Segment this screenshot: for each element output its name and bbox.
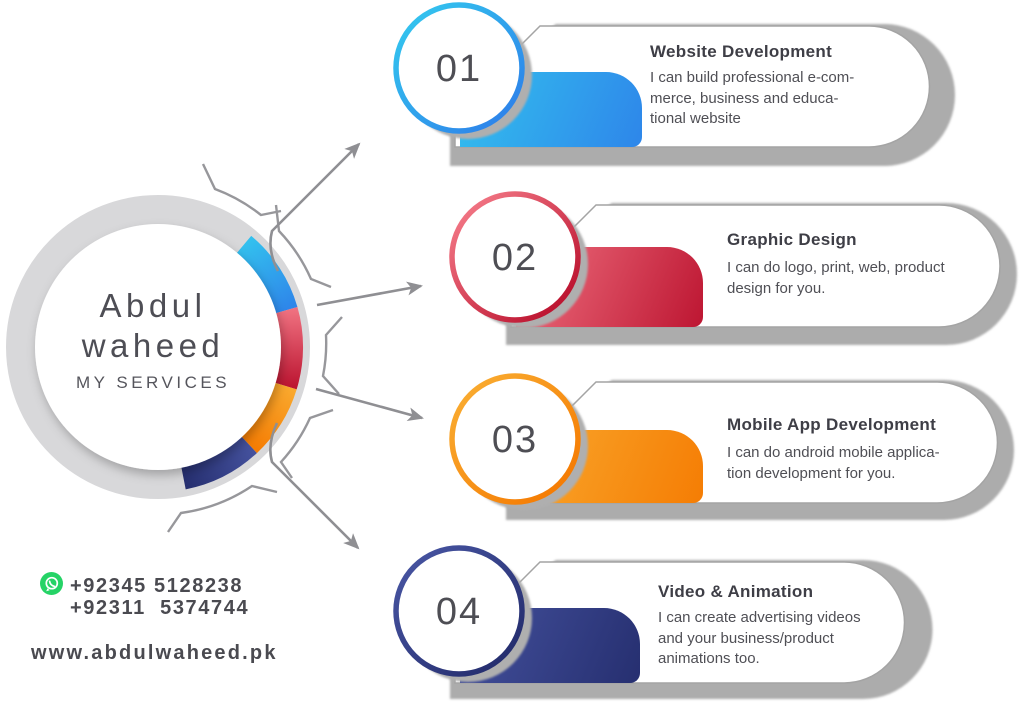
number-circle bbox=[393, 545, 525, 677]
arrow-to-service-3 bbox=[315, 387, 424, 422]
decor-arc bbox=[167, 484, 278, 533]
profile-inner-circle bbox=[35, 224, 281, 470]
service-card-2: 02 bbox=[449, 191, 1017, 345]
service-description-1: I can build professional e-com- merce, b… bbox=[650, 69, 855, 127]
decor-arc bbox=[279, 408, 334, 479]
whatsapp-bubble-tail bbox=[46, 588, 50, 592]
service-title-1: Website Development bbox=[650, 42, 833, 61]
profile-title-block: Abdul waheed MY SERVICES bbox=[22, 286, 284, 393]
decor-arc bbox=[321, 316, 343, 395]
whatsapp-handset bbox=[48, 580, 56, 588]
whatsapp-icon[interactable] bbox=[40, 572, 63, 595]
service-title-3: Mobile App Development bbox=[727, 415, 937, 434]
number-circle bbox=[449, 373, 581, 505]
service-title-4: Video & Animation bbox=[658, 582, 814, 601]
ring-segment-graphic bbox=[273, 306, 304, 390]
profile-subtitle: MY SERVICES bbox=[75, 373, 231, 392]
service-description-4: I can create advertising videos and your… bbox=[658, 609, 861, 667]
arrow-to-service-2 bbox=[316, 281, 423, 307]
decor-arc bbox=[201, 163, 282, 217]
arrow-to-service-4 bbox=[269, 422, 360, 550]
website-link[interactable]: www.abdulwaheed.pk bbox=[31, 642, 278, 664]
profile-name-line1: Abdul bbox=[99, 287, 207, 324]
service-description-3: I can do android mobile applica- tion de… bbox=[727, 444, 940, 482]
service-card-1: 01 bbox=[393, 2, 955, 166]
profile-name-line2: waheed bbox=[81, 327, 225, 364]
service-card-3: 03 bbox=[449, 373, 1014, 520]
ring-segment-video bbox=[180, 435, 257, 490]
number-circle bbox=[393, 2, 525, 134]
phone-number-2[interactable]: +92311 5374744 bbox=[70, 597, 250, 619]
service-card-4: 04 bbox=[393, 545, 933, 699]
decorative-arcs bbox=[167, 163, 343, 533]
service-description-2: I can do logo, print, web, product desig… bbox=[727, 259, 945, 297]
arrow-to-service-1 bbox=[269, 142, 361, 272]
profile-circle bbox=[6, 195, 310, 499]
decor-arc bbox=[274, 204, 332, 289]
connector-arrows bbox=[269, 142, 424, 550]
phone-number-1[interactable]: +92345 5128238 bbox=[70, 575, 244, 597]
whatsapp-bubble bbox=[45, 576, 59, 590]
service-title-2: Graphic Design bbox=[727, 230, 857, 249]
number-circle bbox=[449, 191, 581, 323]
service-number: 02 bbox=[492, 237, 538, 279]
ring-segment-mobile bbox=[240, 382, 297, 454]
service-number: 03 bbox=[492, 419, 538, 461]
whatsapp-icon-bg bbox=[40, 572, 63, 595]
service-number: 01 bbox=[436, 48, 482, 90]
service-number: 04 bbox=[436, 591, 482, 633]
ring-segment-website bbox=[235, 235, 298, 314]
